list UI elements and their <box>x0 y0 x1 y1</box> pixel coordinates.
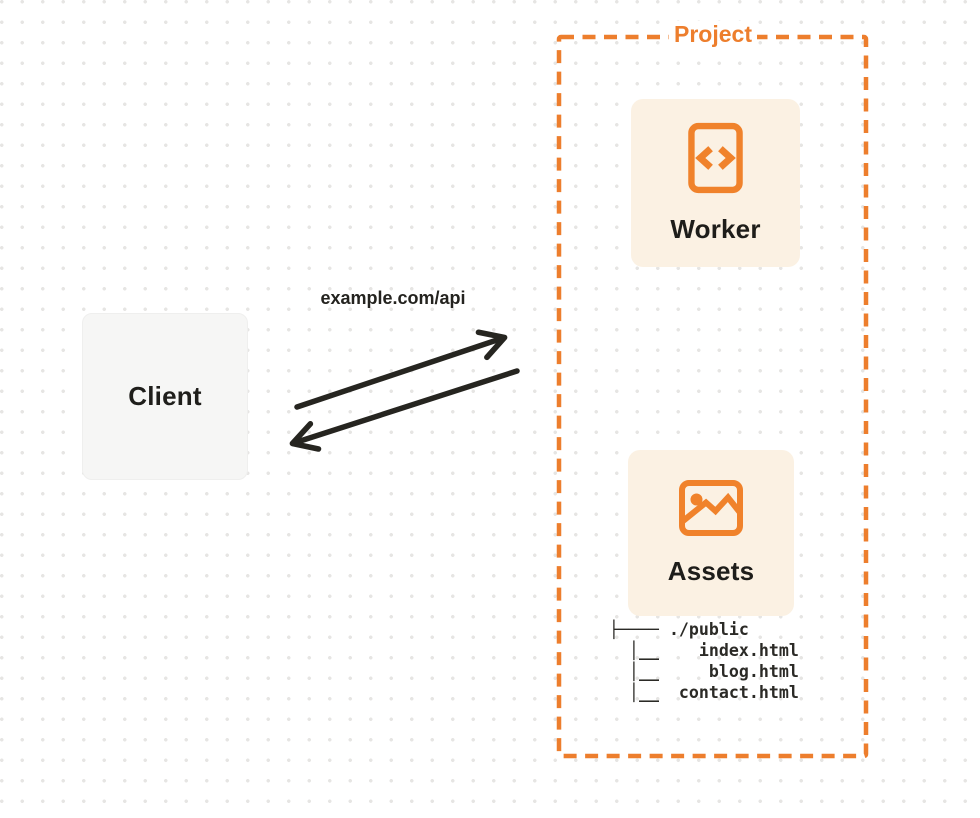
worker-node: Worker <box>631 99 800 267</box>
assets-file-tree: ├──── ./public │__ index.html │__ blog.h… <box>609 620 799 702</box>
code-file-icon <box>688 122 743 193</box>
client-node: Client <box>82 313 248 480</box>
project-label: Project <box>669 21 757 48</box>
response-arrow <box>289 368 520 452</box>
client-label: Client <box>128 381 202 411</box>
request-route-label: example.com/api <box>320 288 466 308</box>
assets-node: Assets <box>628 450 794 616</box>
assets-label: Assets <box>667 555 755 586</box>
request-arrow <box>294 329 508 410</box>
image-icon <box>679 479 743 536</box>
worker-label: Worker <box>670 213 761 244</box>
